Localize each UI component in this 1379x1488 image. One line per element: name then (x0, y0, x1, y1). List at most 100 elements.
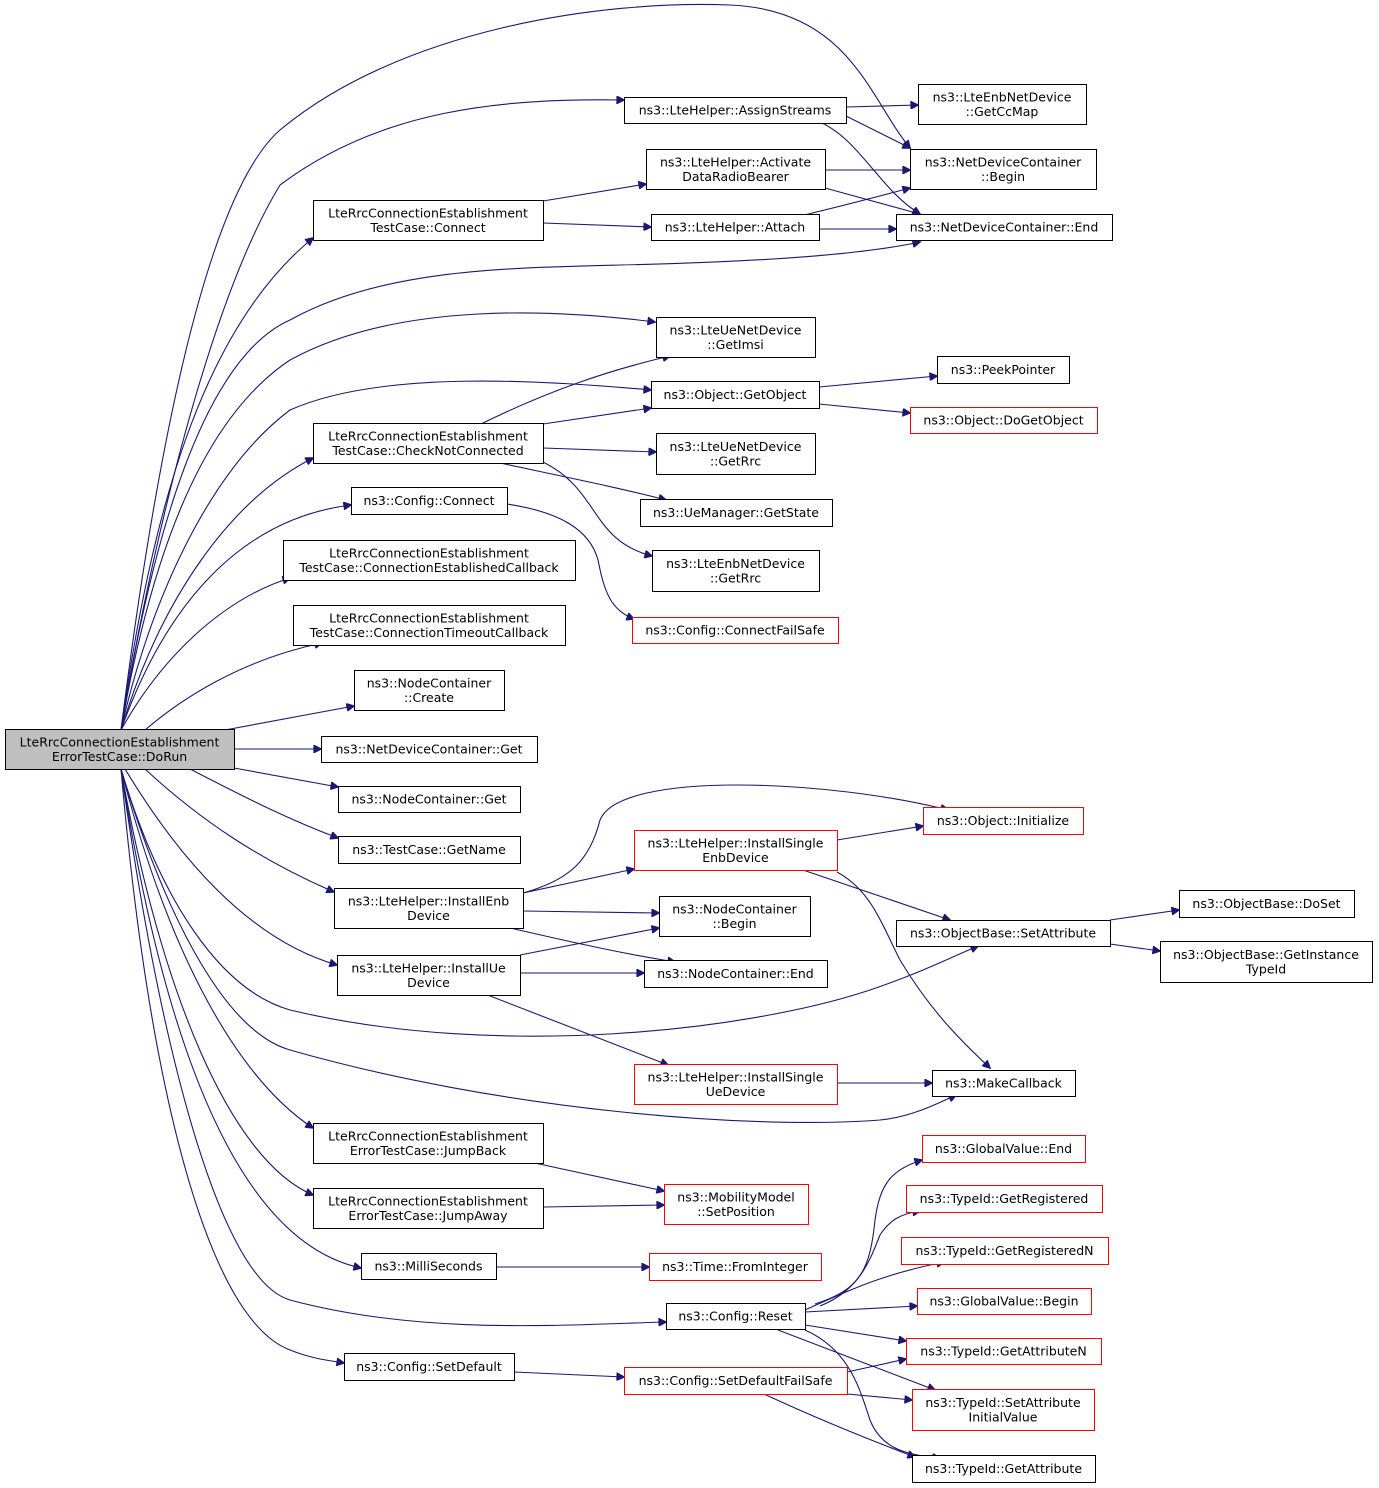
node-ndcend[interactable]: ns3::NetDeviceContainer::End (896, 214, 1113, 241)
node-label: ns3::LteHelper::Attach (665, 220, 806, 235)
node-ncget[interactable]: ns3::NodeContainer::Get (338, 786, 521, 813)
node-box (922, 1135, 1086, 1163)
node-label: ns3::UeManager::GetState (653, 505, 819, 520)
node-label: ns3::Time::FromInteger (662, 1259, 809, 1274)
edge-setattr-getinst (1109, 943, 1160, 951)
node-objdoset[interactable]: ns3::ObjectBase::DoSet (1179, 890, 1355, 918)
node-getregn[interactable]: ns3::TypeId::GetRegisteredN (901, 1237, 1109, 1265)
node-objinit[interactable]: ns3::Object::Initialize (923, 807, 1084, 835)
node-label: ns3::NetDeviceContainer::Get (335, 742, 522, 757)
node-label: ns3::Config::SetDefaultFailSafe (639, 1373, 833, 1388)
edge-installenb-objinit (522, 784, 948, 894)
node-makecb[interactable]: ns3::MakeCallback (932, 1070, 1076, 1097)
node-box (912, 1389, 1095, 1431)
node-cfgconnect[interactable]: ns3::Config::Connect (351, 487, 508, 515)
node-enbrrc[interactable]: ns3::LteEnbNetDevice::GetRrc (652, 550, 820, 592)
node-jumpback[interactable]: LteRrcConnectionEstablishmentErrorTestCa… (313, 1123, 544, 1164)
edge-setdefaultfs-setattrinit (846, 1393, 912, 1400)
node-getname[interactable]: ns3::TestCase::GetName (338, 836, 521, 864)
node-label: ns3::GlobalValue::Begin (929, 1294, 1078, 1309)
edge-root-connestab (120, 578, 290, 731)
edge-root-installenb (144, 768, 334, 892)
node-label: ns3::NodeContainer::Get (352, 792, 507, 807)
node-getccmap[interactable]: ns3::LteEnbNetDevice::GetCcMap (918, 84, 1087, 125)
node-label: ns3::Config::ConnectFailSafe (645, 623, 825, 638)
node-label: TestCase::Connect (369, 220, 485, 235)
node-setdefaultfs[interactable]: ns3::Config::SetDefaultFailSafe (624, 1367, 848, 1395)
node-conntimeout[interactable]: LteRrcConnectionEstablishmentTestCase::C… (293, 605, 566, 646)
node-peek[interactable]: ns3::PeekPointer (937, 356, 1070, 384)
node-assign[interactable]: ns3::LteHelper::AssignStreams (624, 97, 847, 124)
node-uestate[interactable]: ns3::UeManager::GetState (640, 499, 833, 527)
node-connect[interactable]: LteRrcConnectionEstablishmentTestCase::C… (313, 200, 544, 241)
node-ms[interactable]: ns3::MilliSeconds (361, 1253, 497, 1280)
node-ueimsi[interactable]: ns3::LteUeNetDevice::GetImsi (656, 317, 816, 358)
node-box (912, 1455, 1096, 1483)
node-nccreate[interactable]: ns3::NodeContainer::Create (354, 670, 505, 711)
node-root[interactable]: LteRrcConnectionEstablishmentErrorTestCa… (5, 729, 235, 770)
edge-checknot-ueimsi (480, 356, 670, 425)
node-label: ErrorTestCase::JumpBack (350, 1143, 507, 1158)
node-label: ns3::Config::Connect (363, 493, 494, 508)
node-checknot[interactable]: LteRrcConnectionEstablishmentTestCase::C… (313, 423, 544, 464)
node-fromint[interactable]: ns3::Time::FromInteger (649, 1253, 822, 1281)
node-getreg[interactable]: ns3::TypeId::GetRegistered (906, 1185, 1103, 1213)
node-cfgreset[interactable]: ns3::Config::Reset (666, 1303, 806, 1330)
node-box (634, 830, 838, 871)
node-ndcbegin[interactable]: ns3::NetDeviceContainer::Begin (910, 149, 1097, 190)
node-label: ns3::ObjectBase::GetInstance (1173, 947, 1359, 962)
node-label: ns3::Object::GetObject (664, 387, 807, 402)
node-label: TestCase::CheckNotConnected (331, 443, 523, 458)
node-setpos[interactable]: ns3::MobilityModel::SetPosition (664, 1184, 809, 1225)
node-box (338, 836, 521, 864)
node-connestab[interactable]: LteRrcConnectionEstablishmentTestCase::C… (283, 540, 576, 581)
edge-assign-ndcend (819, 121, 920, 214)
edge-cfgreset-gvbegin (804, 1306, 917, 1313)
node-box (5, 729, 235, 770)
node-getattrn[interactable]: ns3::TypeId::GetAttributeN (906, 1338, 1102, 1365)
edges (120, 3, 1179, 1458)
node-label: EnbDevice (702, 850, 769, 865)
node-gvend[interactable]: ns3::GlobalValue::End (922, 1135, 1086, 1163)
node-jumpaway[interactable]: LteRrcConnectionEstablishmentErrorTestCa… (313, 1188, 544, 1229)
node-attach[interactable]: ns3::LteHelper::Attach (651, 214, 820, 241)
node-label: ns3::LteEnbNetDevice (933, 89, 1072, 104)
edge-setattr-doset (1109, 910, 1179, 921)
node-setattr[interactable]: ns3::ObjectBase::SetAttribute (896, 920, 1111, 947)
edge-root-ueimsi (120, 312, 655, 731)
node-label: ns3::NodeContainer (672, 901, 797, 916)
node-box (649, 1253, 822, 1281)
node-dogetobject[interactable]: ns3::Object::DoGetObject (910, 407, 1098, 434)
node-label: ns3::NodeContainer::End (657, 966, 813, 981)
node-ndcget[interactable]: ns3::NetDeviceContainer::Get (321, 736, 538, 763)
edge-checknot-uerrc (542, 447, 656, 452)
node-label: ns3::TypeId::GetAttributeN (920, 1344, 1086, 1359)
node-box (917, 1288, 1092, 1315)
node-getattr[interactable]: ns3::TypeId::GetAttribute (912, 1455, 1096, 1483)
edge-setdefaultfs-getattr (763, 1393, 915, 1457)
node-connfailsafe[interactable]: ns3::Config::ConnectFailSafe (632, 617, 839, 644)
node-setdefault[interactable]: ns3::Config::SetDefault (344, 1353, 515, 1381)
node-box (906, 1185, 1103, 1213)
node-label: ns3::ObjectBase::SetAttribute (910, 926, 1096, 941)
node-box (293, 605, 566, 646)
node-label: ::SetPosition (697, 1204, 775, 1219)
node-box (313, 200, 544, 241)
node-uerrc[interactable]: ns3::LteUeNetDevice::GetRrc (656, 433, 816, 475)
node-box (666, 1303, 806, 1330)
node-label: ns3::NodeContainer (367, 675, 492, 690)
node-ncend[interactable]: ns3::NodeContainer::End (644, 960, 828, 988)
edge-setdefault-setdefaultfs (513, 1371, 624, 1377)
node-getobject[interactable]: ns3::Object::GetObject (651, 381, 820, 409)
node-gvbegin[interactable]: ns3::GlobalValue::Begin (917, 1288, 1092, 1315)
node-ncbegin[interactable]: ns3::NodeContainer::Begin (659, 896, 811, 937)
node-label: LteRrcConnectionEstablishment (329, 610, 529, 625)
nodes: LteRrcConnectionEstablishmentErrorTestCa… (5, 84, 1373, 1483)
